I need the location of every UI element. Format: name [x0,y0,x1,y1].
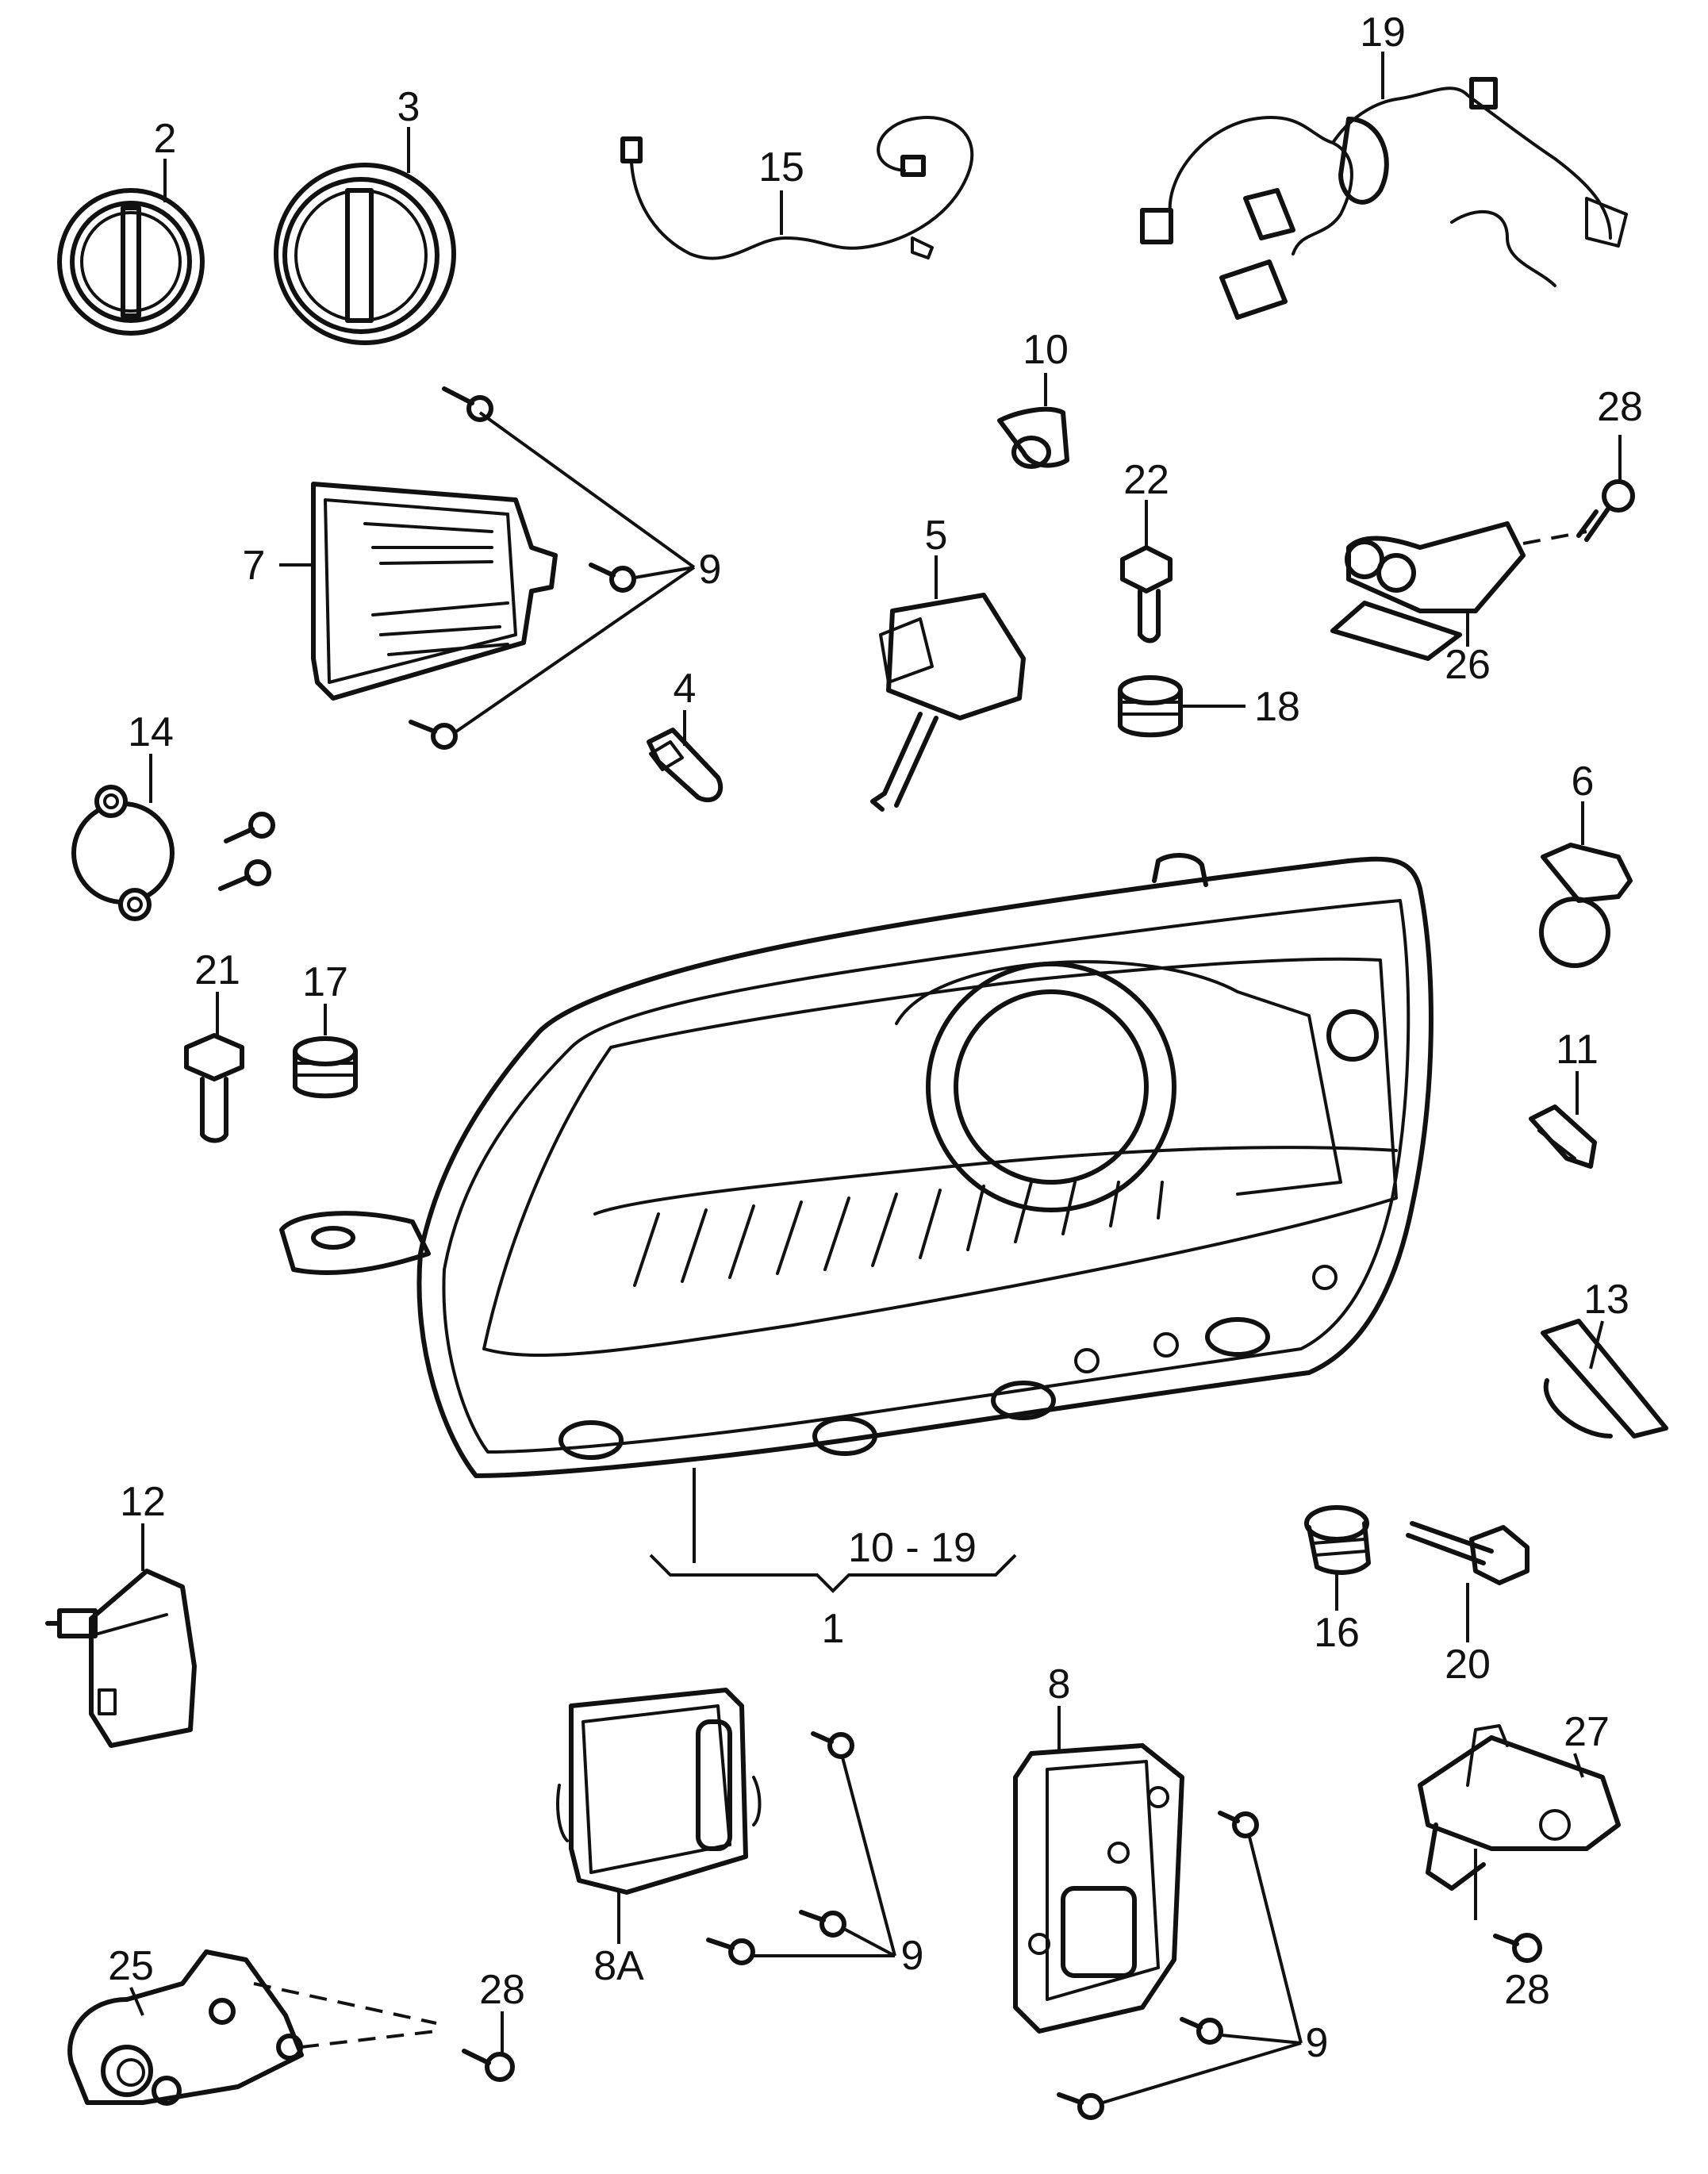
callout-19: 19 [1360,10,1406,56]
part-21-bolt [184,992,244,1143]
part-2-cap [57,159,205,336]
part-6-bulb [1539,801,1633,968]
callout-20: 20 [1445,1642,1491,1688]
callout-25: 25 [108,1943,154,1989]
part-4-bulb [647,710,724,803]
callout-9-middle: 9 [901,1933,924,1979]
part-9-screws-right [1057,1811,1303,2120]
part-5-igniter [870,555,1026,812]
part-28-screw-bottom [462,2011,515,2082]
callout-28-bottom: 28 [479,1967,525,2013]
part-10-connector [997,373,1069,469]
part-3-cap [274,127,456,345]
callout-labels: 2 3 15 19 10 28 22 5 7 9 26 4 18 14 6 21… [108,10,1643,2066]
callout-12: 12 [120,1479,166,1525]
part-13-cap [1541,1319,1668,1438]
callout-6: 6 [1572,759,1595,805]
callout-22: 22 [1123,457,1169,503]
callout-8: 8 [1048,1661,1071,1707]
callout-15: 15 [758,144,804,190]
callout-4: 4 [674,666,697,712]
part-1-headlight [279,853,1434,1563]
part-16-nut [1304,1505,1371,1611]
part-22-bolt [1120,500,1173,643]
callout-16: 16 [1314,1610,1360,1656]
callout-2: 2 [154,116,177,162]
callout-28-top: 28 [1597,384,1643,430]
callout-1: 1 [822,1606,845,1652]
part-17-nut [293,1004,358,1099]
part-11-clip [1529,1071,1597,1169]
part-28-screw-top [1576,435,1635,542]
callout-28-right: 28 [1504,1967,1550,2013]
part-9-screws-middle [706,1731,896,1965]
part-12-adjuster [45,1523,197,1748]
callout-10: 10 [1023,327,1069,373]
part-28-screw-right [1493,1933,1542,1963]
part-26-bracket [1330,521,1587,661]
part-8a-control-unit [556,1688,762,1944]
callout-9-upper: 9 [699,547,722,593]
callout-7: 7 [243,543,266,589]
callout-13: 13 [1583,1277,1629,1323]
part-20-bolt [1406,1521,1530,1642]
callout-9-right: 9 [1306,2020,1329,2066]
part-19-harness [1140,52,1628,320]
callout-bracket [649,1554,1017,1593]
part-18-nut [1118,675,1245,738]
callout-21: 21 [194,947,240,993]
callout-5: 5 [925,513,948,559]
part-15-wire [620,116,974,260]
callout-26: 26 [1445,642,1491,688]
part-8-control-unit [1013,1706,1184,2034]
callout-18: 18 [1254,684,1300,730]
part-25-bracket [67,1949,437,2106]
part-7-control-unit [279,482,558,701]
callout-11: 11 [1556,1027,1599,1073]
part-27-bracket [1418,1724,1621,1920]
callout-10-19: 10 - 19 [848,1525,977,1571]
callout-27: 27 [1564,1709,1610,1755]
part-14-motor [71,754,275,921]
callout-3: 3 [397,84,420,130]
callout-14: 14 [128,709,174,755]
part-9-screws-upper [409,386,696,750]
callout-8a: 8A [593,1943,644,1989]
callout-17: 17 [302,959,348,1005]
